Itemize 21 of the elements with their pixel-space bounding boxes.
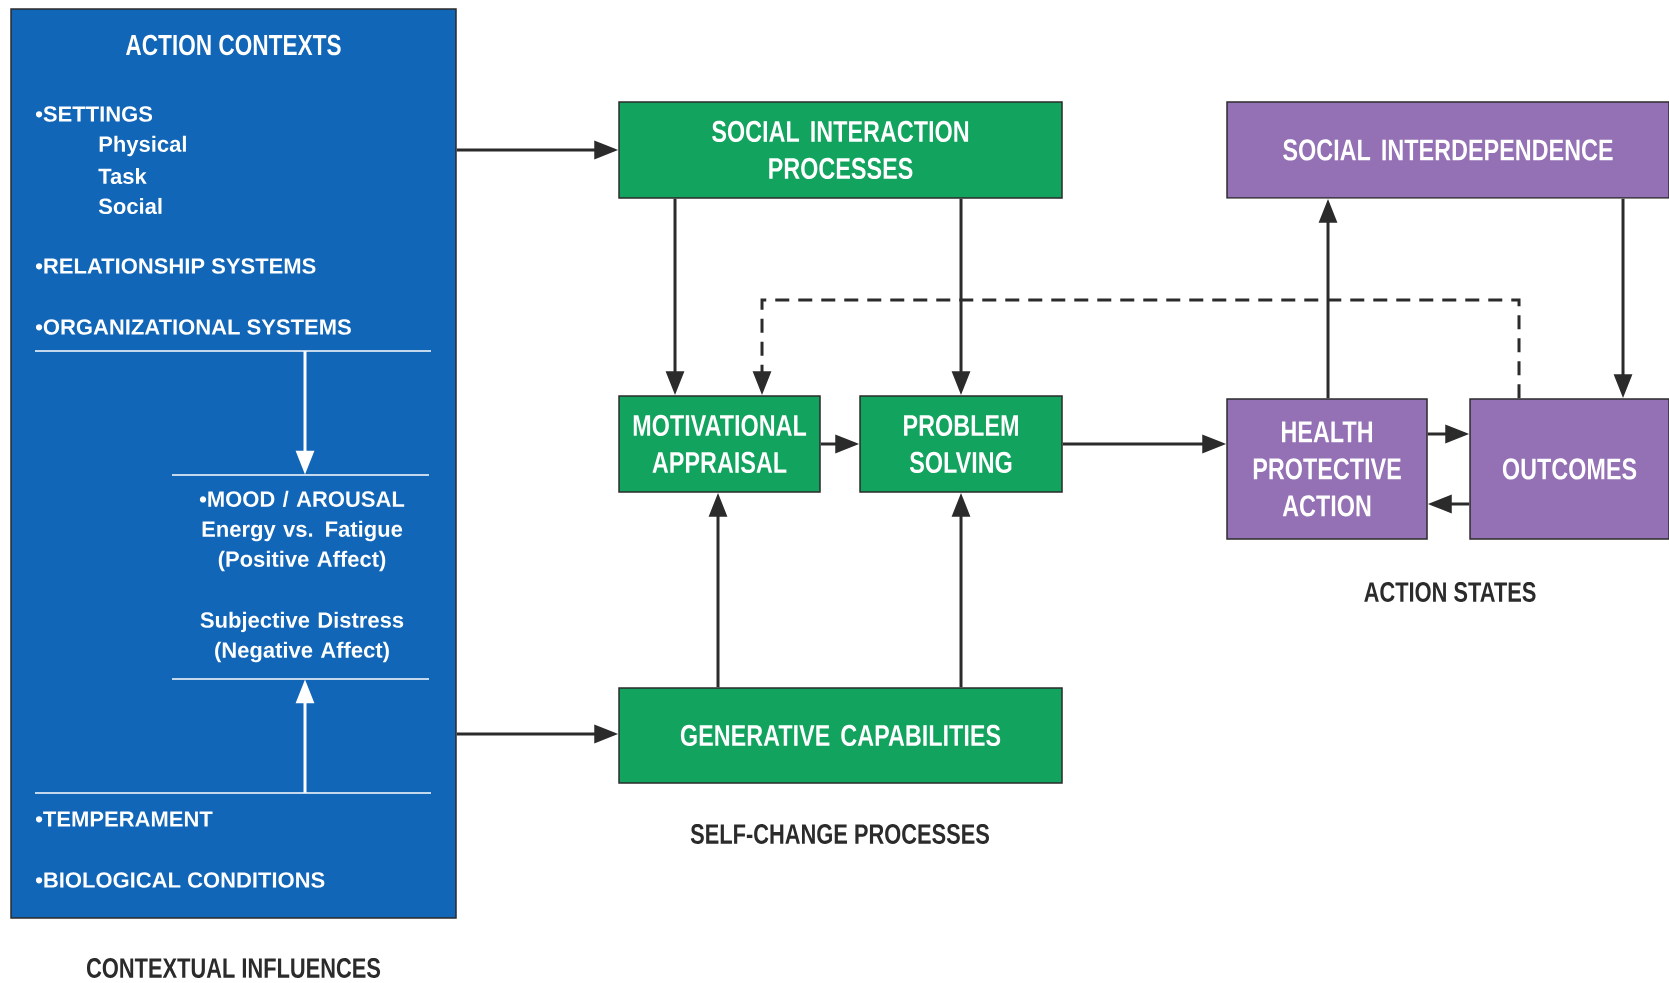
list-item: •BIOLOGICAL CONDITIONS: [35, 872, 325, 888]
list-item: •TEMPERAMENT: [35, 811, 213, 827]
state-box: SOCIAL INTERDEPENDENCE: [1226, 101, 1669, 199]
group-label: SELF-CHANGE PROCESSES: [690, 824, 989, 844]
node-label: CONTEXTUAL INFLUENCES: [87, 958, 381, 978]
list-item: Social: [98, 197, 162, 215]
state-box: OUTCOMES: [1469, 398, 1669, 540]
list-item: •MOOD / AROUSAL Energy vs. Fatigue (Positive Affect): [199, 490, 405, 572]
list-item: •RELATIONSHIP SYSTEMS: [35, 258, 316, 274]
process-box: MOTIVATIONAL APPRAISAL: [618, 395, 821, 493]
group-label: ACTION STATES: [1364, 582, 1536, 602]
list-item: •ORGANIZATIONAL SYSTEMS: [35, 319, 351, 335]
process-box: GENERATIVE CAPABILITIES: [618, 687, 1063, 784]
list-item: •SETTINGS: [35, 106, 153, 122]
state-box: HEALTH PROTECTIVE ACTION: [1226, 398, 1428, 540]
process-box: SOCIAL INTERACTION PROCESSES: [618, 101, 1063, 199]
list-item: Physical: [99, 135, 186, 157]
context-section: [171, 474, 430, 680]
list-item: Subjective Distress (Negative Affect): [200, 611, 404, 663]
process-box: PROBLEM SOLVING: [859, 395, 1063, 493]
list-item: Task: [98, 167, 147, 185]
